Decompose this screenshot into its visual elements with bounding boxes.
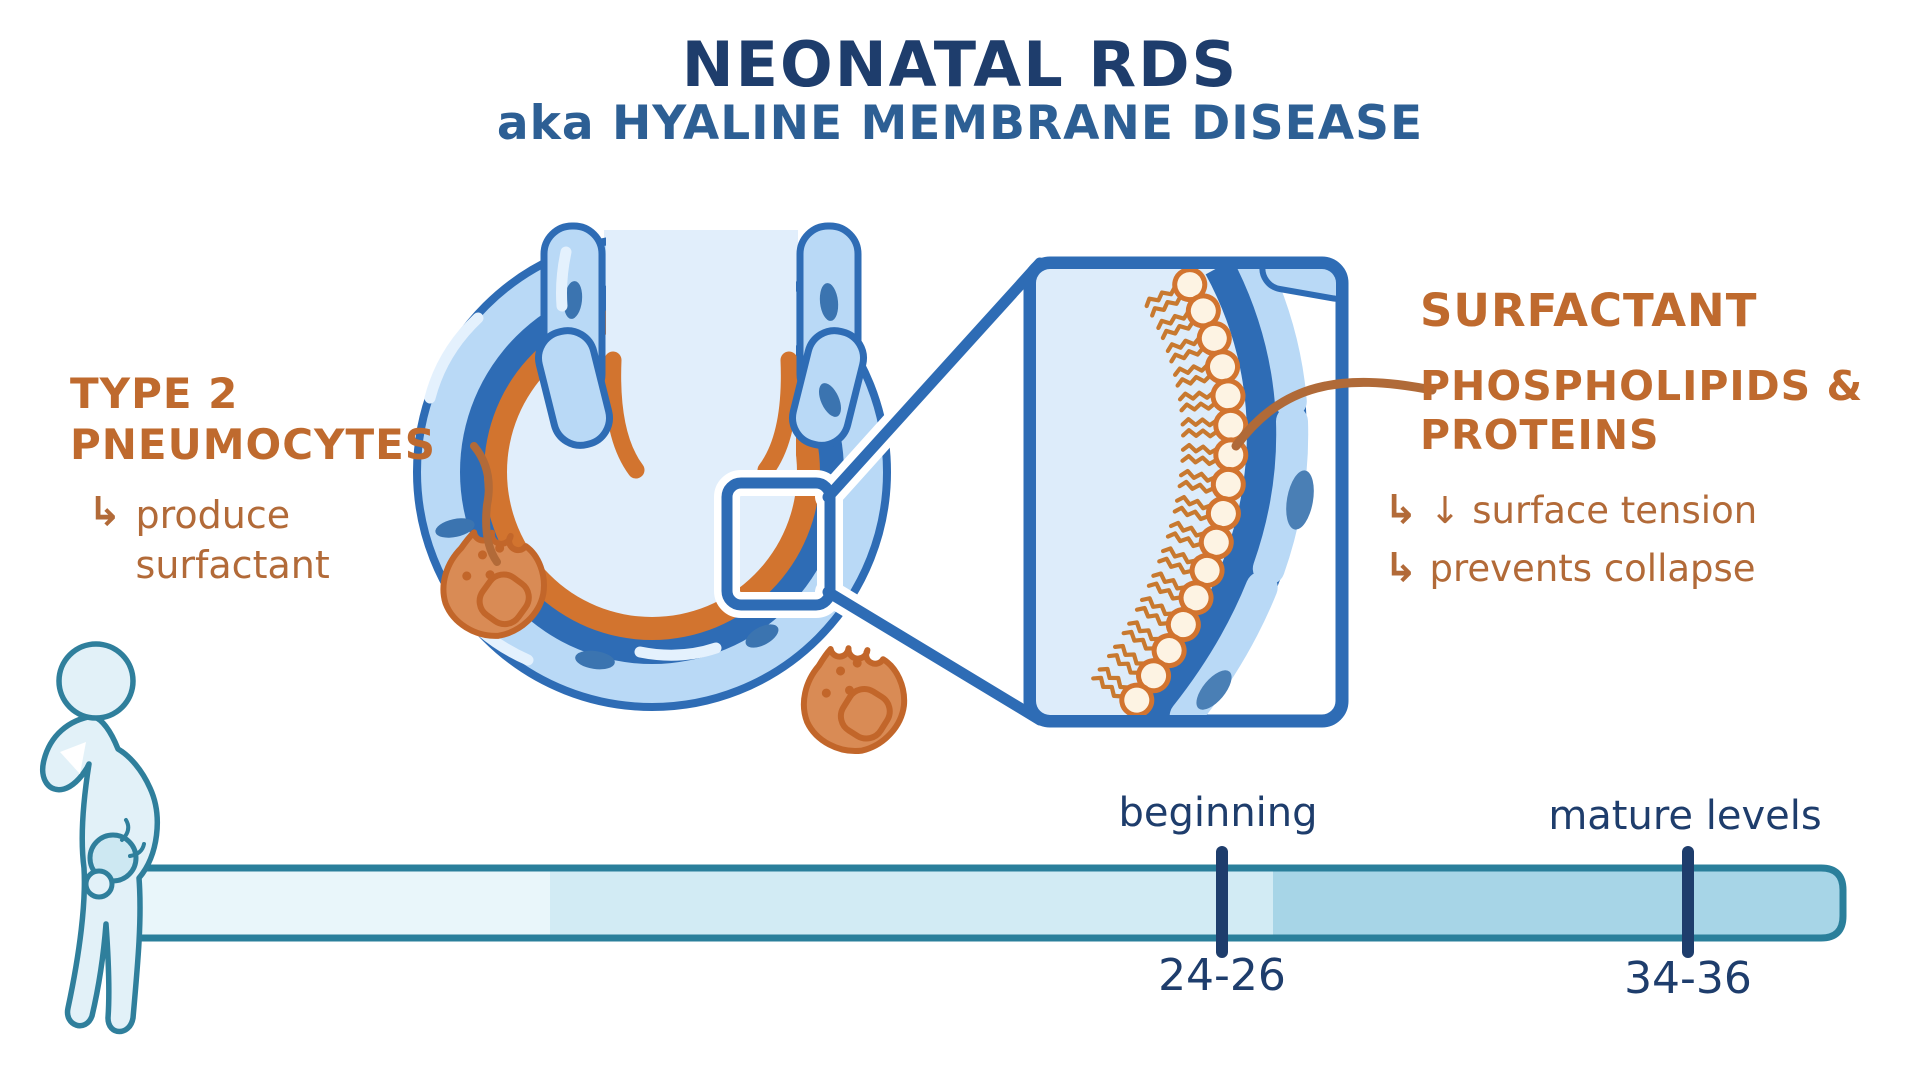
timeline-label-mature: mature levels [1548,793,1822,839]
inset-cell-nucleus-2 [1196,670,1232,710]
timeline-border [126,864,1847,942]
bullet-2-text: prevents collapse [1429,546,1756,590]
timeline-seg1 [130,868,550,938]
type2-note-text: produce surfactant [136,490,330,590]
type2-label-connector [470,442,501,566]
page-title: NEONATAL RDS [681,28,1239,101]
surfactant-bullet-1: ↳ ↓ surface tension [1384,488,1757,532]
inset-cells [1160,269,1309,715]
selection-box [721,477,836,611]
type2-note: ↳ produce surfactant [88,490,330,590]
type2-note-line2: surfactant [135,543,330,588]
timeline-tick-24-26 [1216,846,1228,958]
surfactant-lining-right [757,351,798,479]
page-subtitle: aka HYALINE MEMBRANE DISEASE [496,96,1424,151]
return-arrow-icon: ↳ [1384,545,1418,591]
type2-label-line2: PNEUMOCYTES [70,420,437,470]
pregnant-figure [40,641,160,1035]
type2-pneumocytes-label: TYPE 2 PNEUMOCYTES [70,368,436,470]
return-arrow-icon: ↳ [88,489,122,535]
inset-cell-top [1259,269,1336,302]
surfactant-pointer [1231,377,1437,451]
airway-opening [606,232,796,480]
gestation-timeline [126,846,1847,958]
magnifier-inset [1023,256,1349,728]
phospholipid-layer [1091,269,1249,715]
magnifier-connectors [714,255,1047,729]
figure-head [56,641,136,721]
phospholipids-label: PHOSPHOLIPIDS & PROTEINS [1420,362,1863,460]
return-arrow-icon: ↳ [1384,487,1418,533]
type2-pneumocyte-cell-right [800,645,908,754]
fetus-limbs [120,818,146,858]
inset-cell-nucleus [1286,470,1314,530]
type2-pneumocyte-cell-left [440,529,547,639]
fetus-head [83,868,115,900]
airway-wall-left-lower [535,327,613,449]
type2-label-line1: TYPE 2 [70,369,239,418]
alveolus-illustration [413,222,891,711]
bullet-1-text: ↓ surface tension [1429,488,1758,532]
surfactant-label: SURFACTANT [1420,284,1758,337]
timeline-weeks-34-36: 34-36 [1624,953,1752,1004]
timeline-seg2 [550,868,1273,938]
timeline-weeks-24-26: 24-26 [1158,950,1286,1001]
phospholipids-line2: PROTEINS [1420,411,1660,460]
cell-nuclei [435,281,842,670]
figure-arm-gap [60,742,86,774]
phospholipids-line1: PHOSPHOLIPIDS & [1420,362,1864,410]
surfactant-bullet-2: ↳ prevents collapse [1384,546,1756,590]
type2-note-line1: produce [135,493,291,537]
timeline-seg3 [1273,868,1843,938]
timeline-tick-34-36 [1682,846,1694,958]
timeline-label-beginning: beginning [1118,790,1318,836]
surfactant-lining-left [604,351,645,479]
